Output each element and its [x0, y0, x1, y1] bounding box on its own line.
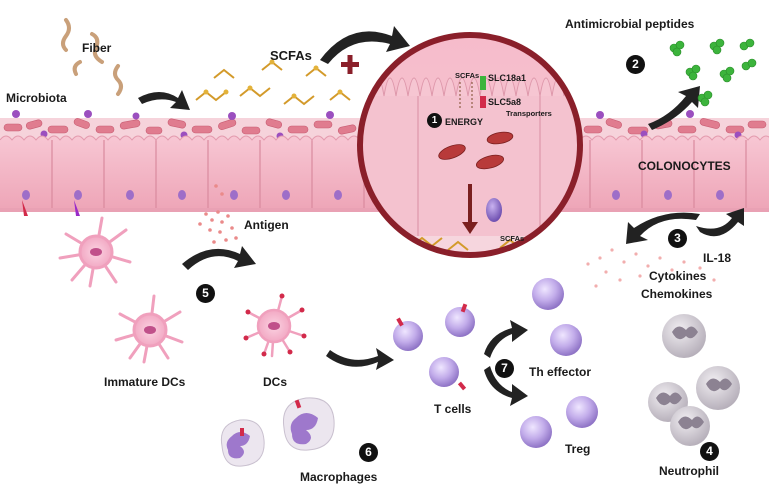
immature-dc-cells: [58, 216, 184, 364]
scfa-molecules: [195, 60, 351, 106]
chemokines-label: Chemokines: [641, 287, 713, 301]
colonocyte-inset: [357, 32, 583, 258]
energy-label: ENERGY: [445, 117, 484, 127]
plus-icon: [341, 55, 359, 74]
fiber-label: Fiber: [82, 41, 112, 55]
treg-cells: [520, 396, 598, 448]
antimicrobial-peptides-label: Antimicrobial peptides: [565, 17, 695, 31]
antigen-label: Antigen: [244, 218, 289, 232]
fiber-strands: [61, 18, 123, 96]
colonocytes-label: COLONOCYTES: [638, 159, 731, 173]
neutrophil-label: Neutrophil: [659, 464, 719, 478]
microbiota-label: Microbiota: [6, 91, 67, 105]
cytokines-label: Cytokines: [649, 269, 707, 283]
immature-dcs-label: Immature DCs: [104, 375, 186, 389]
step-7-badge: 7: [495, 359, 514, 378]
t-cell-group: [393, 303, 475, 391]
t-cells-label: T cells: [434, 402, 472, 416]
antigen-particles: [198, 184, 238, 244]
step-4-badge: 4: [700, 442, 719, 461]
step-6-badge: 6: [359, 443, 378, 462]
step-3-badge: 3: [668, 229, 687, 248]
th-effector-cells: [532, 278, 582, 356]
slc18a1-label: SLC18a1: [488, 73, 527, 83]
macrophage-cells: [220, 397, 335, 467]
slc5a8-label: SLC5a8: [488, 97, 522, 107]
flow-arrows: [138, 26, 744, 406]
dcs-label: DCs: [263, 375, 288, 389]
scfas-label: SCFAs: [270, 48, 312, 63]
inset-scfas-label: SCFAs: [455, 71, 480, 80]
step-5-badge: 5: [196, 284, 215, 303]
dc-mature-cell: [243, 293, 307, 358]
neutrophil-cells: [648, 314, 740, 446]
inset-bottom-scfas-label: SCFAs: [500, 234, 525, 243]
step-2-badge: 2: [626, 55, 645, 74]
macrophages-label: Macrophages: [300, 470, 378, 484]
step-1-badge: 1: [427, 113, 442, 128]
il18-label: IL-18: [703, 251, 732, 265]
treg-label: Treg: [565, 442, 591, 456]
antimicrobial-peptide-icons: [669, 38, 757, 107]
transporters-label: Transporters: [506, 109, 552, 118]
th-effector-label: Th effector: [529, 365, 592, 379]
cytokine-particles: [586, 248, 716, 288]
